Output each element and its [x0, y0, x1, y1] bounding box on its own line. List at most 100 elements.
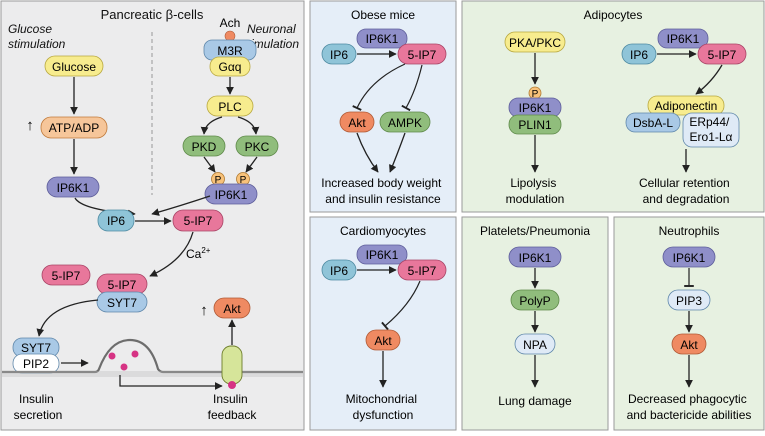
5ip7-to-syt7-arrow [149, 231, 194, 277]
obese-ip6k1-node [356, 28, 408, 49]
membrane-band [2, 371, 303, 377]
obese-5ip7-inhibits-ampk [401, 64, 423, 112]
pkd-node [182, 135, 226, 157]
ip6k1-right-to-reaction-arrow [151, 195, 211, 216]
cardio-ip6k1-node [356, 244, 408, 265]
obese-outcome: Increased body weight and insulin resist… [321, 176, 444, 206]
five-ip7-free-node [41, 264, 91, 286]
ip6k1-left-node [46, 176, 100, 198]
akt-up-arrow: ↑ [200, 302, 208, 319]
cardio-akt-label: Akt [374, 334, 392, 348]
insulin-feedback-label: Insulin feedback [208, 392, 258, 422]
glucose-stimulation-label: Glucose stimulation [8, 22, 66, 51]
polyp-label: PolyP [519, 294, 550, 308]
adipo-5ip7-node [697, 43, 747, 65]
obese-ip6-label: IP6 [330, 48, 348, 62]
neutrophils-outcome: Decreased phagocytic and bactericide abi… [627, 392, 752, 422]
dsba-label: DsbA-L [633, 116, 673, 130]
neutrophils-akt-node [671, 333, 707, 355]
panel-platelets: Platelets/Pneumonia IP6K1 PolyP NPA Lung… [461, 216, 609, 431]
obese-title: Obese mice [351, 8, 415, 22]
atp-adp-label: ATP/ADP [49, 121, 99, 135]
insulin-secretion-label: Insulin secretion [14, 392, 63, 422]
syt7-membrane-label: SYT7 [21, 341, 51, 355]
adipo-ip6-label: IP6 [630, 48, 648, 62]
adipo-ip6-node [621, 43, 657, 65]
panel-neutrophils: Neutrophils IP6K1 PIP3 Akt Decreased pha… [613, 216, 765, 431]
platelets-outcome: Lung damage [498, 394, 572, 408]
insulin-receptor [221, 345, 243, 385]
five-ip7-main-node [172, 209, 224, 232]
plin1-label: PLIN1 [518, 118, 552, 132]
ach-label: Ach [220, 16, 241, 30]
pip3-node [667, 289, 711, 311]
obese-5ip7-label: 5-IP7 [408, 48, 437, 62]
plc-label: PLC [218, 100, 242, 114]
cardio-ip6-node [321, 259, 357, 281]
neutrophils-title: Neutrophils [659, 224, 720, 238]
ip6k1-right-node [204, 183, 258, 205]
obese-akt-to-outcome [356, 132, 379, 173]
five-ip7-bound-label: 5-IP7 [108, 278, 137, 292]
plc-to-pkc-arrow [237, 116, 260, 135]
pkc-to-p-arrow [245, 156, 258, 173]
obese-5ip7-inhibits-akt [352, 63, 406, 111]
platelets-ip6k1-node [508, 246, 562, 268]
pkc-label: PKC [245, 140, 270, 154]
ip6k1-right-label: IP6K1 [215, 188, 248, 202]
obese-ip6-node [321, 43, 357, 65]
npa-label: NPA [523, 338, 547, 352]
ach-molecule [224, 30, 236, 42]
adipo-ip6k1-right-node [657, 28, 709, 49]
akt-node [213, 297, 251, 319]
pka-pkc-node [504, 31, 566, 53]
calcium-label: Ca2+ [186, 246, 211, 261]
erp44-node [682, 112, 740, 148]
gaq-node [209, 56, 251, 77]
plc-to-pkd-arrow [200, 116, 223, 135]
adipo-ip6k1-right-label: IP6K1 [667, 32, 700, 46]
atp-up-arrow: ↑ [26, 117, 34, 134]
obese-ampk-label: AMPK [388, 116, 422, 130]
plc-node [206, 95, 254, 117]
atp-adp-node [40, 116, 108, 139]
obese-akt-node [339, 111, 375, 133]
insulin-secretion-arrow [119, 375, 223, 390]
akt-label: Akt [223, 302, 241, 316]
adipocytes-title: Adipocytes [584, 8, 643, 22]
cardio-title: Cardiomyocytes [340, 224, 426, 238]
pkd-label: PKD [192, 140, 217, 154]
syt7-to-membrane-arrow [36, 299, 99, 337]
panel-cardiomyocytes: Cardiomyocytes IP6K1 IP6 5-IP7 Akt Mitoc… [309, 216, 457, 431]
pancreatic-title: Pancreatic β-cells [101, 7, 204, 22]
adiponectin-label: Adiponectin [655, 99, 718, 113]
phospho-left-label: P [215, 175, 222, 186]
cardio-ip6-label: IP6 [330, 264, 348, 278]
panel-obese-mice: Obese mice IP6K1 IP6 5-IP7 Akt AMPK Incr… [309, 0, 457, 213]
m3r-label: M3R [217, 44, 243, 58]
adipo-ip6k1-left-label: IP6K1 [519, 101, 552, 115]
syt7-top-label: SYT7 [107, 296, 137, 310]
panel-adipocytes: Adipocytes PKA/PKC P IP6K1 PLIN1 Lipolys… [461, 0, 765, 213]
gaq-label: Gαq [219, 60, 242, 74]
obese-ampk-to-outcome [389, 132, 406, 173]
cardio-5ip7-node [397, 259, 447, 281]
obese-akt-label: Akt [348, 116, 366, 130]
adipo-5ip7-label: 5-IP7 [708, 48, 737, 62]
platelets-title: Platelets/Pneumonia [480, 224, 590, 238]
phospho-right-label: P [240, 175, 247, 186]
retention-outcome: Cellular retention and degradation [639, 176, 733, 206]
glucose-node-label: Glucose [52, 60, 96, 74]
cardio-5ip7-inhibits-akt [381, 280, 421, 331]
platelets-ip6k1-label: IP6K1 [519, 251, 552, 265]
insulin-granule-3 [131, 350, 139, 358]
glucose-node [44, 55, 104, 77]
adipo-5ip7-to-adiponectin-arrow [695, 64, 723, 95]
cardio-akt-node [365, 329, 401, 351]
cardio-ip6k1-label: IP6K1 [366, 248, 399, 262]
lipolysis-outcome: Lipolysis modulation [506, 176, 565, 206]
neutrophils-ip6k1-label: IP6K1 [673, 251, 706, 265]
plin1-node [508, 114, 562, 135]
insulin-bound-icon [228, 381, 236, 389]
obese-ampk-node [379, 111, 431, 133]
